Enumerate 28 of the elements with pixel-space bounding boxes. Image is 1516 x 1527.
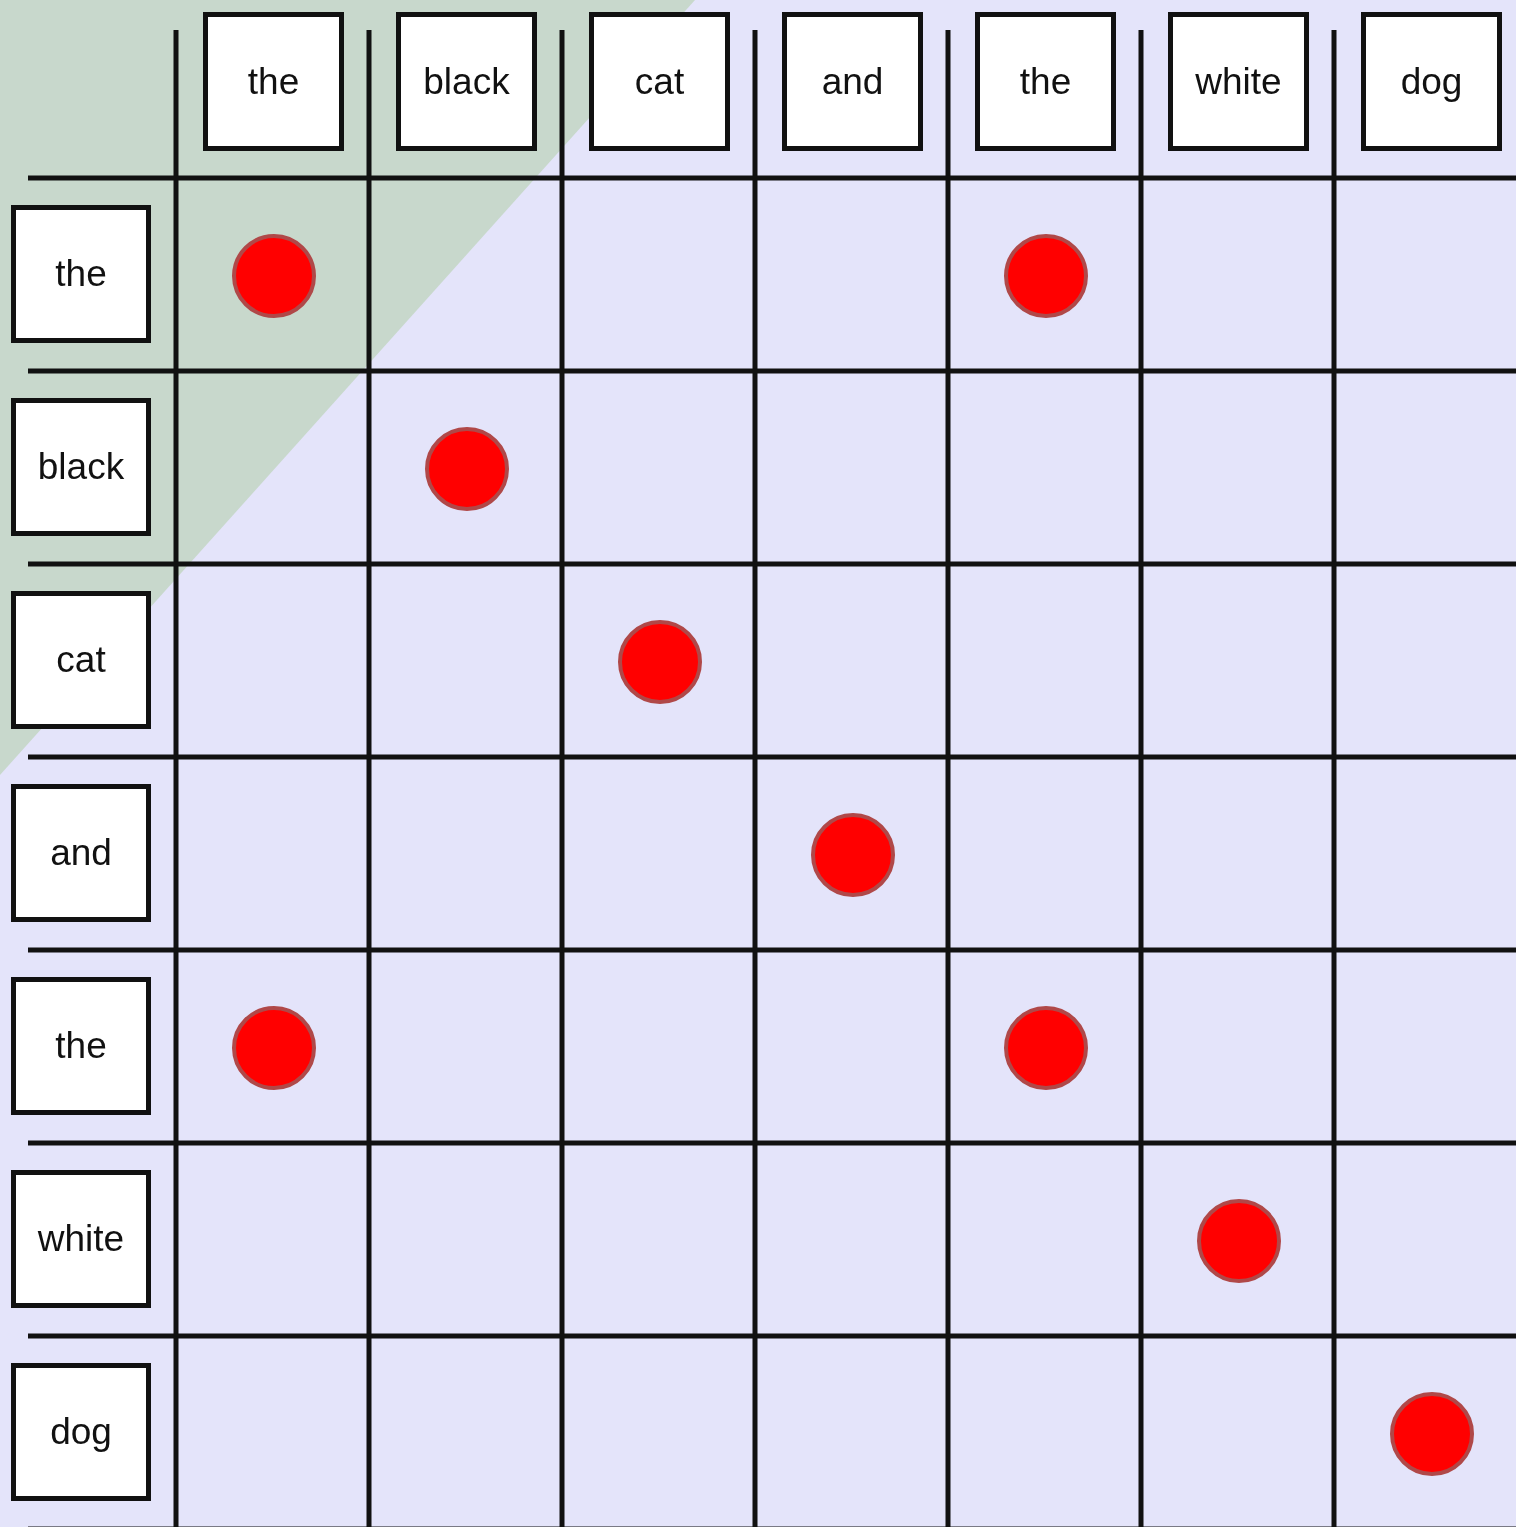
word-text: cat — [634, 60, 685, 103]
word-text: the — [1019, 60, 1072, 103]
word-text: black — [423, 60, 510, 103]
column-word-box — [203, 12, 344, 151]
column-word-box — [975, 12, 1116, 151]
column-word-box — [1361, 12, 1502, 151]
row-word-box — [11, 205, 151, 343]
word-text: and — [821, 60, 884, 103]
word-text: and — [50, 832, 112, 874]
word-text: the — [55, 1025, 107, 1067]
column-word-box — [396, 12, 537, 151]
word-text: cat — [56, 639, 106, 681]
row-word-box — [11, 1170, 151, 1308]
column-word-box — [1168, 12, 1309, 151]
word-text: white — [1195, 60, 1282, 103]
word-text: the — [247, 60, 300, 103]
word-text: dog — [1400, 60, 1463, 103]
column-word-box — [589, 12, 730, 151]
row-word-box — [11, 784, 151, 922]
column-word-box — [782, 12, 923, 151]
word-text: dog — [50, 1411, 112, 1453]
word-text: the — [55, 253, 107, 295]
row-word-box — [11, 398, 151, 536]
row-word-box — [11, 1363, 151, 1501]
row-word-box — [11, 977, 151, 1115]
word-text: white — [37, 1218, 125, 1260]
row-word-box — [11, 591, 151, 729]
word-text: black — [37, 446, 125, 488]
